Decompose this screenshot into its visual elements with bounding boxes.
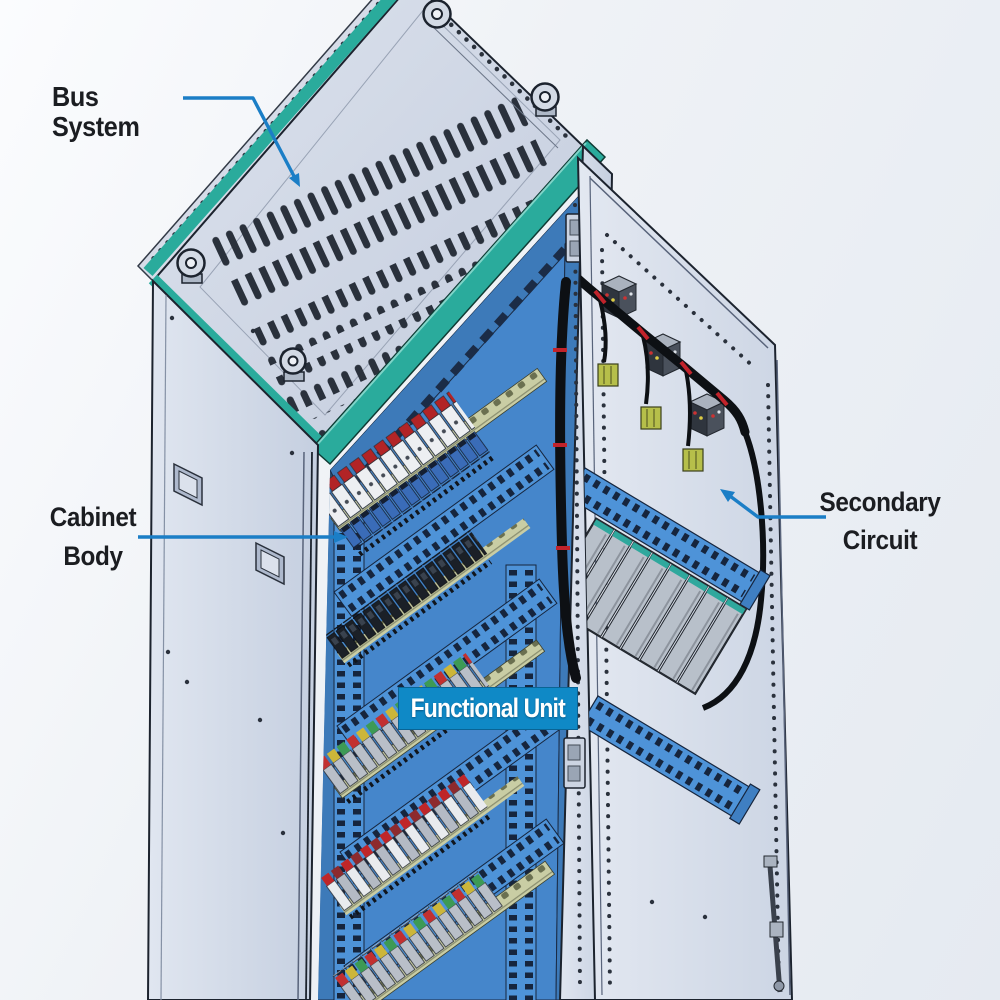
panel-louver-cutout — [173, 462, 285, 586]
wire-duct-door-upper — [578, 467, 771, 611]
cabinet-door — [576, 155, 794, 1000]
bus-system-leader — [183, 96, 298, 181]
secondary-circuit-leader — [724, 491, 826, 519]
functional-unit-badge: Functional Unit — [398, 687, 578, 730]
secondary-circuit-label-line1: Secondary — [819, 487, 941, 517]
ground-terminals — [597, 363, 704, 472]
terminal-row-mcb — [318, 367, 548, 557]
eye-bolts — [176, 0, 560, 382]
terminal-row-bottom — [332, 860, 556, 1000]
secondary-circuit-arrow — [720, 489, 735, 502]
bus-system-arrow — [289, 173, 300, 187]
secondary-circuit-label-line2: Circuit — [842, 525, 918, 555]
panel-screws — [165, 315, 295, 836]
bus-trim-band — [310, 138, 607, 466]
cabinet-side-panel — [146, 278, 320, 1000]
cable-harness-post — [553, 277, 581, 683]
cabinet-body-label-line1: Cabinet — [49, 502, 137, 532]
cabinet-body-label-line2: Body — [63, 541, 123, 571]
bus-trim-front — [148, 274, 325, 448]
cable-harness-door — [578, 257, 767, 711]
terminal-row-connectors — [324, 518, 531, 668]
cabinet-body-label: Cabinet Body — [40, 498, 146, 576]
bus-trim-left — [143, 0, 397, 276]
bus-system-label: Bus System — [52, 81, 140, 142]
cable-ties — [593, 289, 729, 407]
cabinet-body-arrow — [334, 531, 348, 543]
leader-lines — [138, 96, 826, 543]
roof-perforation-strip — [433, 7, 571, 141]
secondary-circuit-label: Secondary Circuit — [819, 483, 941, 559]
module-bank — [578, 517, 748, 696]
wire-duct-door-lower — [579, 695, 761, 825]
functional-unit-badge-text: Functional Unit — [410, 693, 566, 723]
door-lock-rod — [763, 855, 785, 993]
roof-panel — [143, 0, 607, 466]
